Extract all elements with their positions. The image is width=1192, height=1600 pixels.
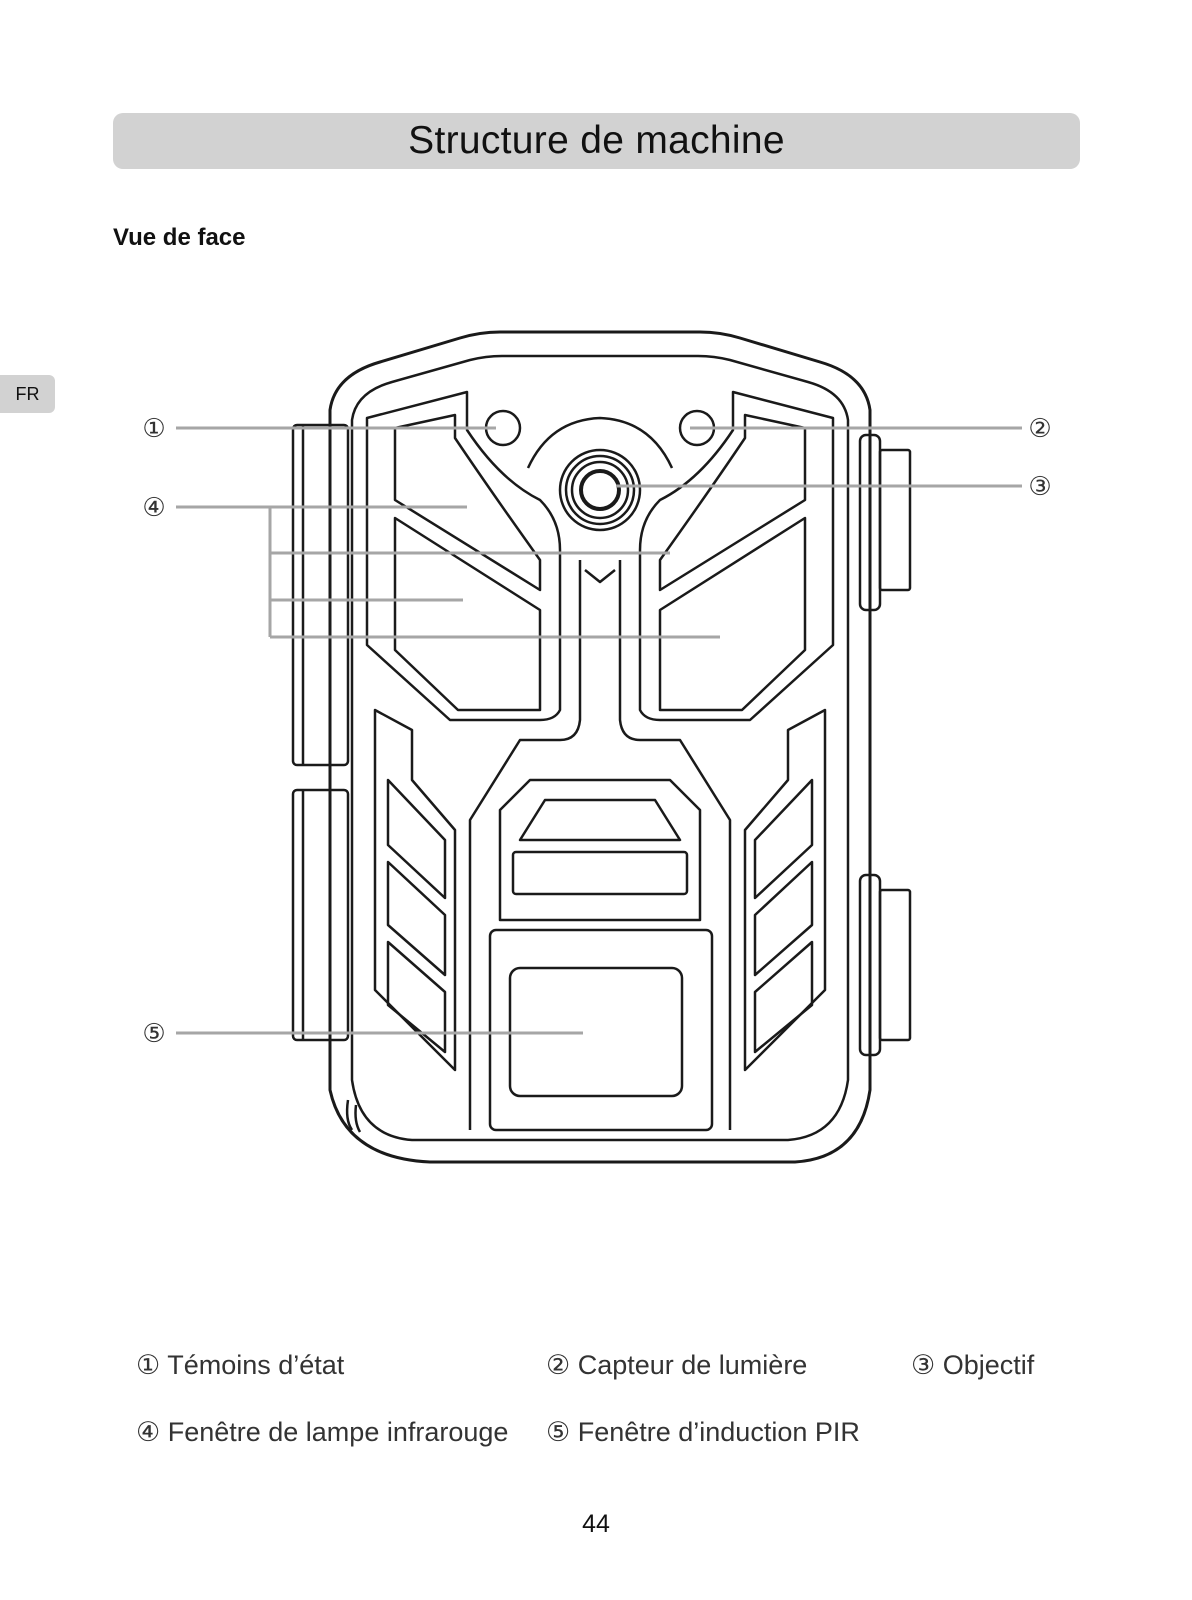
callout-5: ⑤ — [142, 1019, 165, 1049]
language-tab: FR — [0, 375, 55, 413]
callout-3: ③ — [1028, 472, 1051, 502]
section-subtitle: Vue de face — [113, 224, 246, 251]
legend-item-status-lights: ① Témoins d’état — [136, 1350, 345, 1380]
legend-item-light-sensor: ② Capteur de lumière — [546, 1350, 808, 1380]
legend-item-ir-window: ④ Fenêtre de lampe infrarouge — [136, 1417, 509, 1447]
title-bar: Structure de machine — [113, 113, 1080, 169]
callout-lines — [176, 426, 1022, 1035]
legend-item-lens: ③ Objectif — [911, 1350, 1035, 1380]
camera-front-diagram: ① ② ③ ④ ⑤ — [142, 330, 1052, 1164]
callout-4: ④ — [142, 493, 165, 523]
page-title: Structure de machine — [408, 119, 785, 162]
legend: ① Témoins d’état ② Capteur de lumière ③ … — [136, 1350, 1056, 1448]
page-number: 44 — [582, 1510, 610, 1538]
callout-markers: ① ② ③ ④ ⑤ — [142, 414, 1051, 1049]
callout-2: ② — [1028, 414, 1051, 444]
legend-item-pir-window: ⑤ Fenêtre d’induction PIR — [546, 1417, 860, 1447]
callout-1: ① — [142, 414, 165, 444]
camera-body — [291, 330, 912, 1164]
